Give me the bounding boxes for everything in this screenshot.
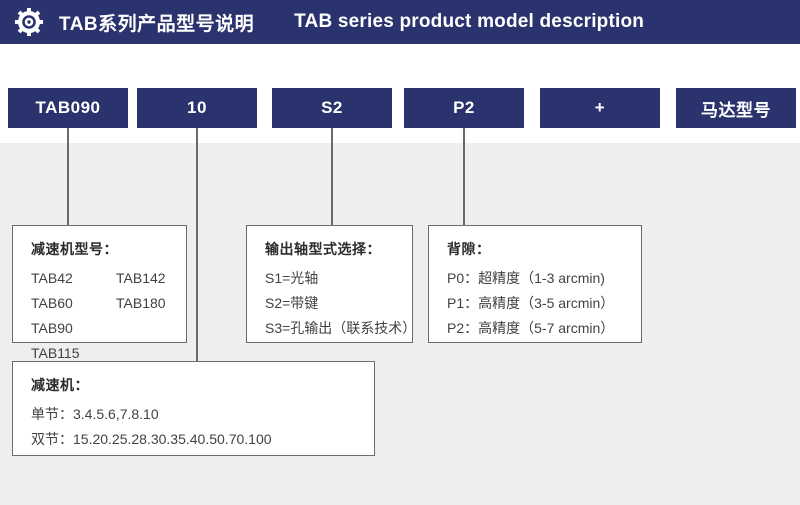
shaft-option: S3=孔输出（联系技术） <box>265 320 417 336</box>
gear-icon <box>12 5 46 39</box>
shaft-option: S1=光轴 <box>265 270 319 286</box>
model-segment-ratio: 10 <box>137 88 257 128</box>
model-segment-series: TAB090 <box>8 88 128 128</box>
connector-line-backlash <box>463 128 465 225</box>
page-title-zh: TAB系列产品型号说明 <box>59 13 255 35</box>
model-option: TAB115 <box>31 345 80 361</box>
ratio-line-single: 单节：3.4.5.6,7.8.10 <box>31 406 159 422</box>
model-option: TAB142 <box>116 270 166 286</box>
model-segment-motor: 马达型号 <box>676 88 796 128</box>
model-option: TAB42 <box>31 270 73 286</box>
backlash-box: 背隙： P0：超精度（1-3 arcmin) P1：高精度（3-5 arcmin… <box>428 225 642 343</box>
model-option: TAB90 <box>31 320 73 336</box>
model-segment-shaft: S2 <box>272 88 392 128</box>
reducer-ratio-box: 减速机： 单节：3.4.5.6,7.8.10 双节：15.20.25.28.30… <box>12 361 375 456</box>
output-shaft-title: 输出轴型式选择： <box>265 241 381 257</box>
connector-line-ratio <box>196 128 198 361</box>
output-shaft-box: 输出轴型式选择： S1=光轴 S2=带键 S3=孔输出（联系技术） <box>246 225 417 343</box>
reducer-models-title: 减速机型号： <box>31 241 118 257</box>
backlash-option: P2：高精度（5-7 arcmin） <box>447 320 615 336</box>
reducer-models-box: 减速机型号： TAB42 TAB142 TAB60 TAB180 TAB90 T… <box>12 225 187 361</box>
reducer-ratio-title: 减速机： <box>31 377 89 393</box>
reducer-models-grid: TAB42 TAB142 TAB60 TAB180 TAB90 TAB115 <box>31 266 172 366</box>
model-option: TAB60 <box>31 295 73 311</box>
model-option <box>116 316 206 341</box>
model-segment-backlash: P2 <box>404 88 524 128</box>
model-segment-plus: + <box>540 88 660 128</box>
connector-line-series <box>67 128 69 225</box>
shaft-option: S2=带键 <box>265 295 319 311</box>
backlash-option: P1：高精度（3-5 arcmin） <box>447 295 615 311</box>
model-option: TAB180 <box>116 295 166 311</box>
connector-line-shaft <box>331 128 333 225</box>
header-bar: TAB系列产品型号说明 TAB series product model des… <box>0 0 800 44</box>
page-title-en: TAB series product model description <box>294 11 645 32</box>
backlash-title: 背隙： <box>447 241 491 257</box>
backlash-option: P0：超精度（1-3 arcmin) <box>447 270 605 286</box>
ratio-line-double: 双节：15.20.25.28.30.35.40.50.70.100 <box>31 431 272 447</box>
